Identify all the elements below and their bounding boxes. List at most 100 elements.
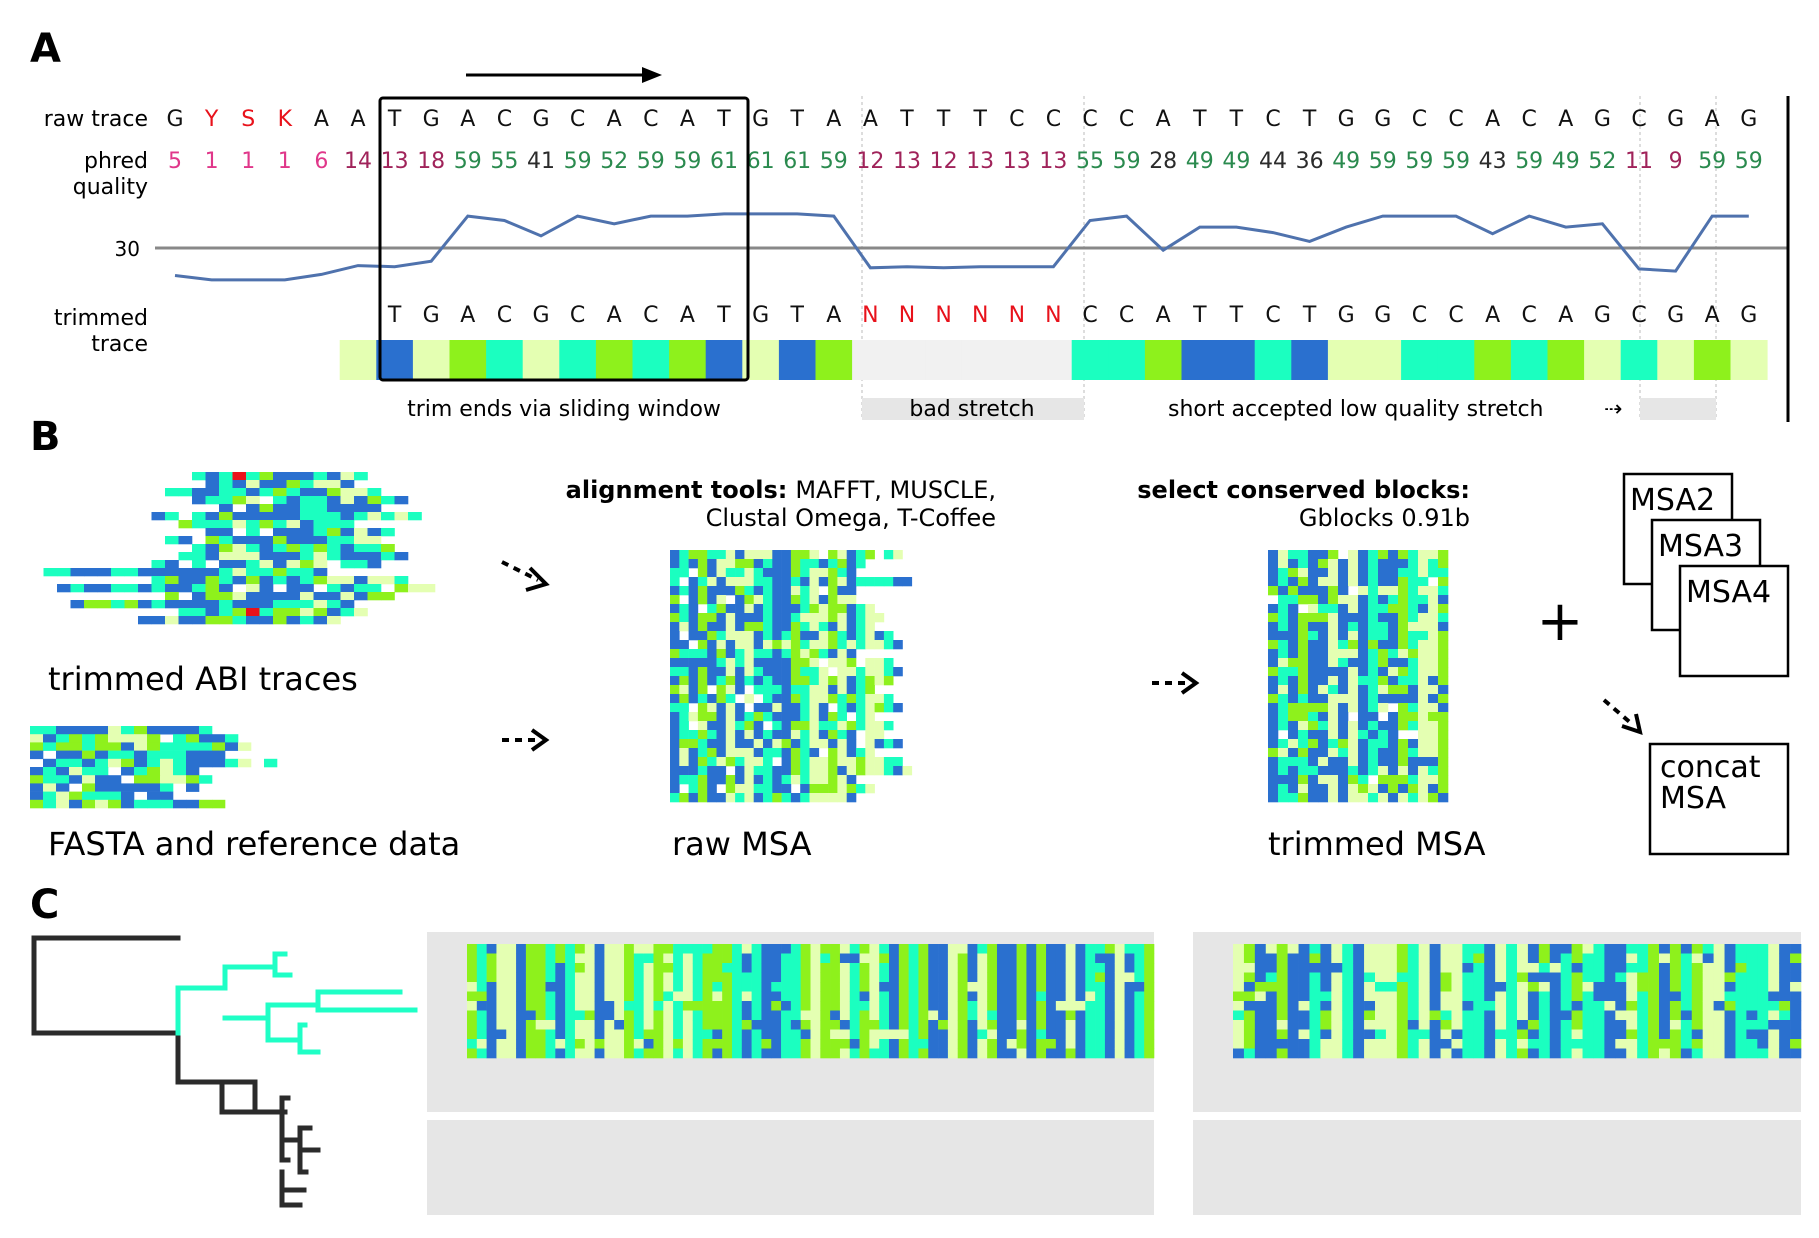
trimmed-bar-cell [559,340,597,380]
msa-cell [199,758,213,768]
raw-base: G [1667,107,1684,132]
msa-cell [178,600,193,609]
msa-cell [147,742,161,751]
msa-cell [849,963,860,973]
msa-cell [565,1020,576,1030]
msa-cell [327,520,341,529]
msa-cell [1288,739,1299,749]
msa-cell [697,676,708,686]
msa-cell [688,676,699,686]
msa-cell [574,982,586,992]
msa-cell [43,742,57,751]
msa-cell [977,1020,988,1030]
msa-cell [1527,1001,1540,1011]
msa-cell [744,577,754,587]
trimmed-base: A [680,303,695,328]
trimmed-base: N [1045,303,1061,328]
msa-cell [697,577,708,587]
msa-cell [809,613,820,623]
msa-cell [809,739,820,749]
msa-cell [837,649,847,659]
msa-cell [898,1020,909,1030]
msa-cell [1233,1039,1245,1049]
msa-cell [1571,1010,1583,1021]
trimmed-base: N [862,303,878,328]
msa-cell [1368,568,1379,578]
msa-cell [889,982,900,992]
msa-cell [300,600,314,609]
msa-cell [1254,1039,1267,1049]
msa-cell [565,991,576,1002]
msa-cell [1506,991,1518,1002]
msa-cell [809,703,820,713]
msa-cell [744,550,754,560]
msa-cell [313,480,328,489]
msa-cell [1418,721,1429,731]
msa-cell [692,1039,703,1049]
msa-cell [1288,766,1299,776]
msa-cell [1331,1020,1343,1030]
msa-cell [1408,757,1419,767]
msa-cell [121,767,135,776]
msa-cell [173,775,187,784]
msa-cell [874,757,885,767]
msa-cell [467,1048,478,1059]
msa-cell [1328,604,1339,614]
msa-cell [1648,1039,1660,1049]
msa-cell [1368,730,1379,740]
raw-base: G [1374,107,1391,132]
msa-cell [95,758,109,768]
msa-cell [725,712,736,722]
msa-cell [735,550,745,560]
msa-cell [1298,595,1309,605]
msa-cell [1278,703,1289,713]
msa-cell [219,496,233,505]
msa-cell [354,488,368,497]
msa-cell [313,520,328,529]
msa-cell [1364,1029,1376,1040]
msa-cell [1095,1010,1106,1021]
msa-cell [1026,1029,1037,1040]
msa-cell [82,742,96,751]
msa-cell [1276,1020,1288,1030]
msa-cell [828,730,838,740]
trimmed-base: A [826,303,841,328]
msa-cell [1757,991,1769,1002]
msa-cell [1278,622,1289,632]
msa-cell [1378,721,1389,731]
msa-cell [722,944,733,954]
raw-base: T [716,107,731,132]
msa-cell [1388,658,1399,668]
msa-cell [731,1048,743,1059]
msa-cell [1016,1020,1027,1030]
trimmed-bar-cell [1657,340,1695,380]
msa-cell [957,1039,968,1049]
msa-cell [1549,1039,1561,1049]
msa-cell [1495,1001,1507,1011]
msa-cell [246,616,260,625]
label-quality: quality [73,175,148,200]
msa-cell [679,559,689,569]
msa-cell [1378,631,1389,641]
raw-base: A [863,107,878,132]
msa-cell [751,1001,762,1011]
msa-cell [97,600,112,609]
msa-cell [327,592,341,601]
msa-cell [837,748,847,758]
msa-cell [1418,963,1430,973]
msa-cell [741,1010,752,1021]
msa-cell [712,1039,723,1049]
msa-cell [1538,1039,1551,1049]
msa-cell [1268,739,1279,749]
msa-cell [1309,953,1321,964]
trimmed-base: C [1119,303,1134,328]
trimmed-bar-cell [1547,340,1585,380]
msa-cell [918,1048,929,1059]
msa-cell [633,1010,644,1021]
msa-cell [663,1020,674,1030]
trimmed-base: G [1667,303,1684,328]
msa-cell [987,953,998,964]
panel-label-b: B [30,414,61,460]
trimmed-bar-cell [486,340,524,380]
msa-cell [839,1039,851,1049]
